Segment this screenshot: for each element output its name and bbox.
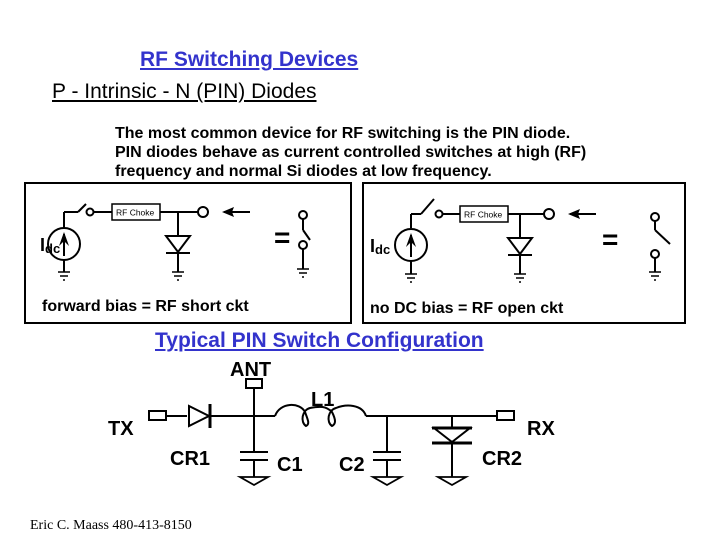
switch-config-title: Typical PIN Switch Configuration	[155, 329, 484, 352]
l1-inductor	[274, 404, 367, 428]
no-bias-schematic: = Idc RF Choke	[370, 198, 671, 283]
equiv-switch-lever	[654, 229, 671, 245]
description-line: PIN diodes behave as current controlled …	[115, 144, 587, 161]
equals-sign: =	[602, 224, 618, 255]
equiv-top-terminal	[298, 210, 308, 220]
ground-icon	[236, 476, 272, 487]
pin-switch-schematic: ANT TX RX L1 CR1 C1 C2 CR2	[108, 360, 555, 487]
equiv-bottom-terminal	[650, 249, 660, 259]
slide-title: RF Switching Devices	[140, 48, 359, 71]
l1-label: L1	[311, 389, 334, 411]
c1-label: C1	[277, 454, 303, 476]
arrow-left-icon	[568, 209, 596, 219]
current-arrow-icon	[406, 233, 416, 257]
equiv-switch-lever	[302, 229, 311, 241]
switch-lever	[420, 198, 435, 215]
c2-label: C2	[339, 454, 365, 476]
description: The most common device for RF switching …	[115, 124, 586, 181]
rf-port-terminal	[543, 208, 555, 220]
cr1-label: CR1	[170, 448, 210, 470]
rf-choke-label: RF Choke	[464, 210, 503, 220]
rf-port-terminal	[197, 206, 209, 218]
source-label: Idc	[40, 235, 60, 256]
description-line: The most common device for RF switching …	[115, 125, 571, 142]
diode-triangle	[164, 235, 192, 254]
ant-label: ANT	[230, 360, 271, 381]
equals-sign: =	[274, 222, 290, 253]
cr2-diode-triangle	[431, 427, 473, 444]
ground-icon	[297, 268, 309, 278]
ground-icon	[405, 273, 417, 283]
tx-port	[148, 410, 167, 421]
ground-icon	[434, 476, 470, 487]
rx-port	[496, 410, 515, 421]
rx-label: RX	[527, 418, 555, 440]
cr2-label: CR2	[482, 448, 522, 470]
switch-contact	[434, 209, 444, 219]
description-line: frequency and normal Si diodes at low fr…	[115, 163, 492, 180]
arrow-left-icon	[222, 207, 250, 217]
diode-triangle	[506, 237, 534, 256]
source-label: Idc	[370, 236, 390, 257]
panel-caption: no DC bias = RF open ckt	[370, 300, 564, 317]
ground-icon	[514, 273, 526, 283]
panel-forward-bias: = Idc RF Choke forward bias = RF short c…	[24, 182, 352, 324]
panel-no-bias: = Idc RF Choke no DC bias = RF open ckt	[362, 182, 686, 324]
current-arrow-icon	[59, 232, 69, 256]
tx-label: TX	[108, 418, 134, 440]
ground-icon	[172, 271, 184, 281]
slide-subtitle: P - Intrinsic - N (PIN) Diodes	[52, 80, 317, 103]
switch-contact	[85, 207, 95, 217]
equiv-bottom-terminal	[298, 240, 308, 250]
ground-icon	[649, 271, 661, 281]
ground-icon	[58, 271, 70, 281]
cr1-diode-triangle	[188, 404, 212, 428]
switch-lever	[77, 203, 87, 213]
forward-bias-schematic: = Idc RF Choke	[40, 203, 311, 281]
rf-choke-label: RF Choke	[116, 208, 155, 218]
footer-author: Eric C. Maass 480-413-8150	[30, 518, 192, 533]
equiv-top-terminal	[650, 212, 660, 222]
panel-caption: forward bias = RF short ckt	[42, 298, 249, 315]
ground-icon	[369, 476, 405, 487]
